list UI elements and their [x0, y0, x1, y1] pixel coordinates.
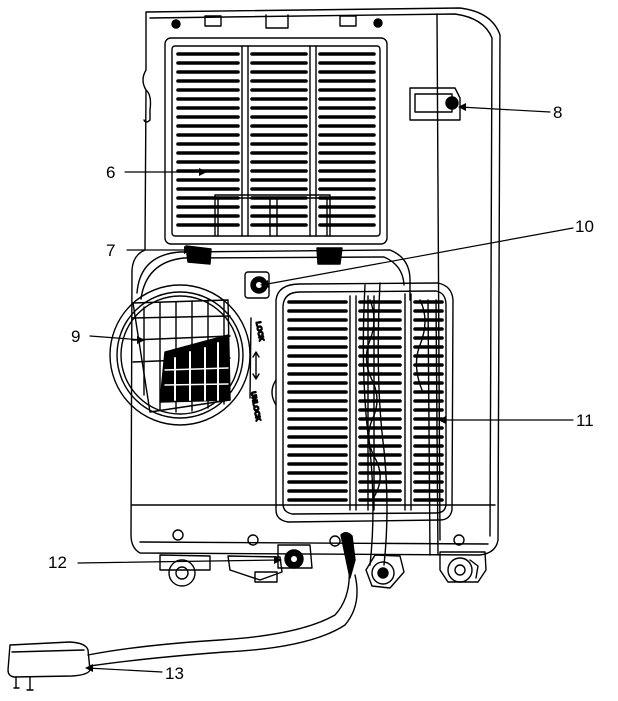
callout-11: 11 [576, 411, 594, 430]
callout-12: 12 [48, 553, 67, 572]
lock-label: LOCK [254, 321, 264, 342]
bottom-drain-plug [277, 544, 313, 569]
upper-filter-grille [164, 37, 388, 245]
power-cord [87, 532, 358, 667]
callout-labels: 6 7 8 9 10 11 12 13 [48, 103, 594, 683]
leader-lines [77, 106, 574, 673]
cabinet-body [130, 7, 501, 556]
callout-6: 6 [106, 163, 115, 182]
wheels [159, 551, 487, 589]
filter-tabs [185, 245, 343, 265]
callout-9: 9 [71, 327, 80, 346]
leader-arrowheads [85, 103, 466, 672]
lower-housing [136, 249, 411, 301]
power-plug [7, 641, 91, 691]
top-screws [171, 14, 383, 29]
side-handle [409, 87, 461, 121]
callout-10: 10 [575, 217, 594, 236]
callout-13: 13 [165, 664, 184, 683]
exhaust-outlet-ring: LOCK UNLOCK [109, 284, 265, 426]
upper-filter-slats [176, 52, 376, 227]
unlock-label: UNLOCK [249, 391, 261, 422]
lower-filter-grille [271, 282, 454, 523]
top-drain-outlet [244, 271, 270, 299]
callout-8: 8 [553, 103, 562, 122]
callout-7: 7 [106, 241, 115, 260]
drain-hose [362, 282, 439, 566]
